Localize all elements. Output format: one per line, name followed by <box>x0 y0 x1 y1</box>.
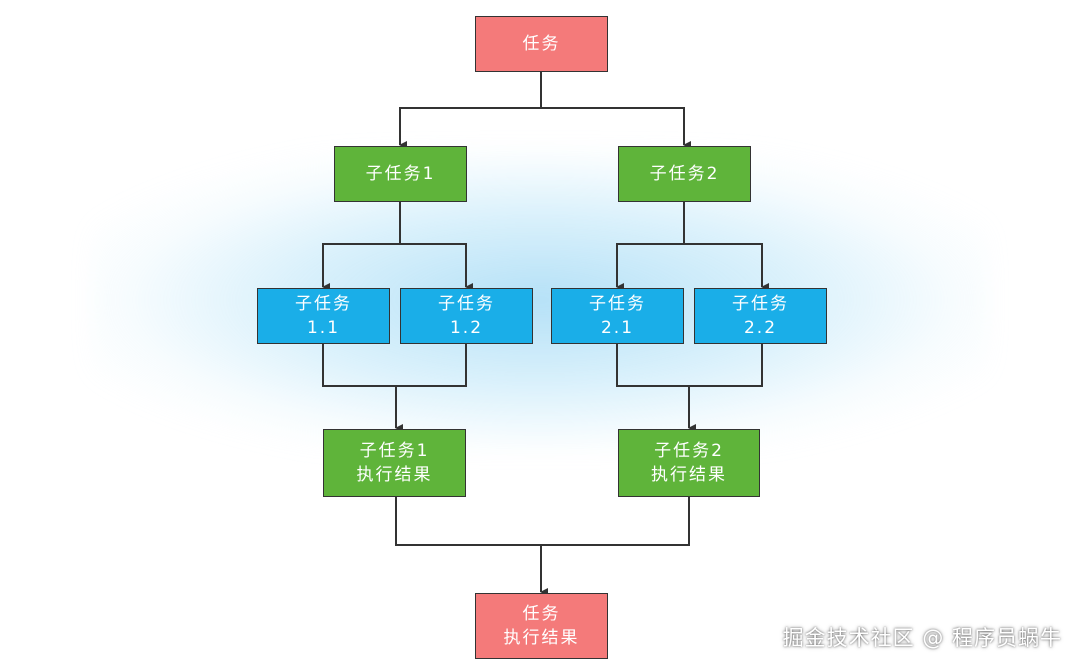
subtask-1-node: 子任务1 <box>334 146 467 202</box>
subtask-2-node: 子任务2 <box>618 146 751 202</box>
task-label: 任务 <box>522 34 561 54</box>
edge-subtask1-1-1 <box>322 202 401 291</box>
subtask-2-2-line2: 2.2 <box>743 318 778 338</box>
task-result-node: 任务 执行结果 <box>475 593 608 659</box>
subtask-1-result-line1: 子任务1 <box>359 441 430 461</box>
subtask-1-2-line1: 子任务 <box>438 294 495 314</box>
edge-subtask1-1-2 <box>400 243 473 291</box>
subtask-1-result-node: 子任务1 执行结果 <box>323 429 466 497</box>
edge-subtask2-2-2 <box>684 243 769 291</box>
subtask-2-2-node: 子任务 2.2 <box>694 288 827 344</box>
subtask-1-2-node: 子任务 1.2 <box>400 288 533 344</box>
subtask-1-1-line1: 子任务 <box>295 294 352 314</box>
background-glow <box>90 150 990 450</box>
subtask-2-label: 子任务2 <box>649 164 720 184</box>
edge-merge-final <box>395 497 690 546</box>
subtask-2-2-line1: 子任务 <box>732 294 789 314</box>
subtask-2-1-line2: 2.1 <box>600 318 635 338</box>
task-result-line1: 任务 <box>522 604 561 624</box>
subtask-1-label: 子任务1 <box>365 164 436 184</box>
task-node: 任务 <box>475 16 608 72</box>
subtask-1-1-line2: 1.1 <box>306 318 341 338</box>
subtask-2-1-line1: 子任务 <box>589 294 646 314</box>
edge-merge-1 <box>322 344 467 387</box>
edge-task-subtask1 <box>399 72 542 149</box>
edge-merge-2 <box>616 344 763 387</box>
subtask-2-result-line1: 子任务2 <box>654 441 724 461</box>
subtask-1-1-node: 子任务 1.1 <box>257 288 390 344</box>
subtask-2-1-node: 子任务 2.1 <box>551 288 684 344</box>
subtask-1-2-line2: 1.2 <box>449 318 484 338</box>
task-result-line2: 执行结果 <box>503 628 580 648</box>
subtask-1-result-line2: 执行结果 <box>356 465 433 485</box>
subtask-2-result-line2: 执行结果 <box>651 465 727 485</box>
edge-task-subtask2 <box>541 107 691 149</box>
edge-subtask2-2-1 <box>616 202 685 291</box>
subtask-2-result-node: 子任务2 执行结果 <box>618 429 760 497</box>
watermark-text: 掘金技术社区 @ 程序员蜗牛 <box>782 626 1062 650</box>
